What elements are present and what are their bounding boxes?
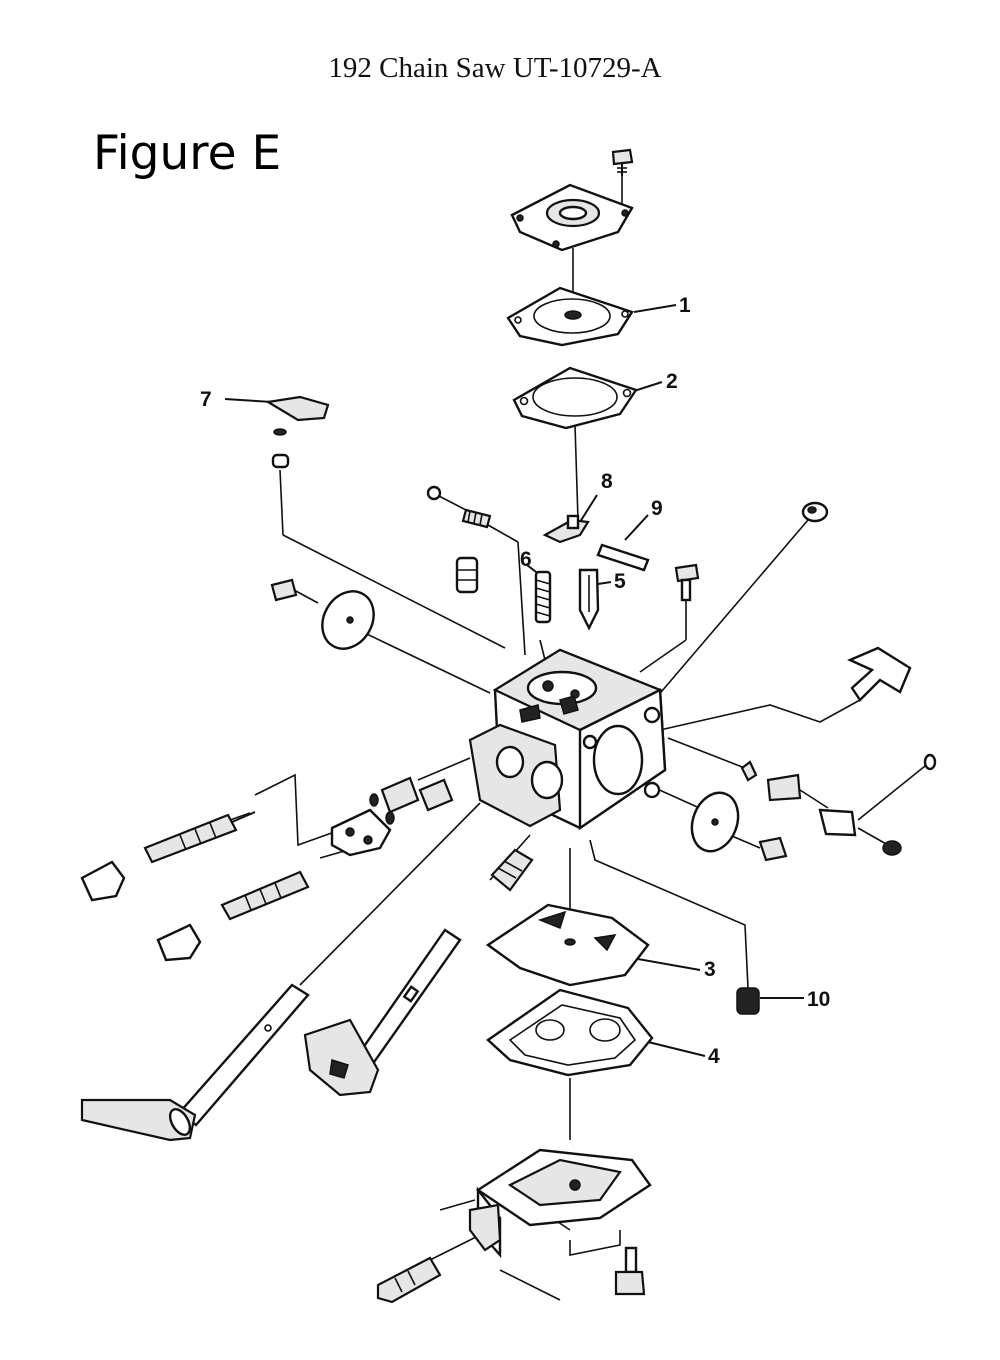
callout-7: 7 <box>200 388 212 411</box>
pump-cover <box>510 183 634 252</box>
callout-2: 2 <box>666 370 678 393</box>
choke-plate-right <box>690 791 788 862</box>
throttle-plate <box>270 578 375 650</box>
callout-4: 4 <box>708 1045 720 1068</box>
top-cover-screw <box>611 148 634 176</box>
metering-cover <box>468 1148 652 1259</box>
welch-plug-10 <box>736 987 760 1015</box>
needle-block <box>330 808 392 857</box>
callouts: 1 2 3 4 5 6 7 8 9 10 <box>200 294 830 1068</box>
choke-shaft <box>303 928 462 1097</box>
fuel-inlet-fitting <box>740 646 937 856</box>
callout-5: 5 <box>614 570 626 593</box>
callout-6: 6 <box>520 548 532 571</box>
callout-10: 10 <box>807 988 830 1011</box>
pump-diaphragm <box>506 286 634 347</box>
low-speed-needle <box>156 870 310 962</box>
throttle-shaft <box>80 983 310 1142</box>
metering-gasket-4 <box>486 988 654 1077</box>
lever-pin-9 <box>596 543 650 572</box>
leader-lines <box>229 172 931 1301</box>
page-title: 192 Chain Saw UT-10729-A <box>328 52 662 84</box>
cover-screw <box>614 1246 646 1296</box>
pump-gasket <box>512 366 638 430</box>
callout-8: 8 <box>601 470 613 493</box>
callout-9: 9 <box>651 497 663 520</box>
carburetor-body <box>468 648 667 831</box>
inlet-needle-5 <box>578 568 600 631</box>
needle-springs <box>369 776 454 825</box>
fuel-screen <box>455 556 479 594</box>
inlet-parts <box>426 485 492 529</box>
plug-washer <box>801 501 829 523</box>
metering-diaphragm-3 <box>485 903 650 987</box>
throttle-lever-7 <box>264 395 330 469</box>
figure-label: Figure E <box>93 126 282 181</box>
metering-lever-8 <box>542 514 590 544</box>
metering-screw <box>674 563 700 602</box>
idle-speed-screw <box>376 1256 442 1304</box>
callout-3: 3 <box>704 958 716 981</box>
lower-spring <box>490 848 534 892</box>
high-speed-needle <box>80 811 256 902</box>
callout-1: 1 <box>679 294 691 317</box>
metering-spring-6 <box>534 570 552 624</box>
